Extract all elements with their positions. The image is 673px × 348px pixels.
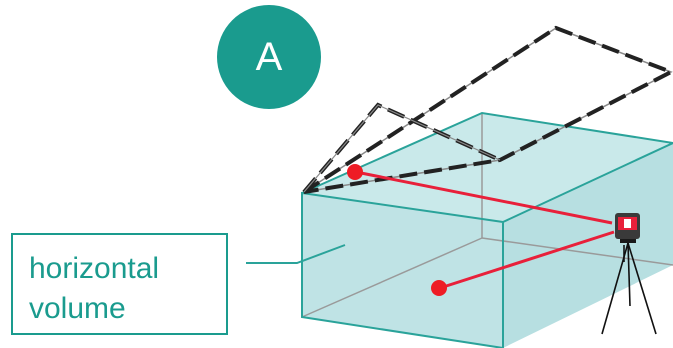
laser-level-icon xyxy=(615,213,640,243)
target-point-icon xyxy=(347,164,363,180)
volume-front-edges xyxy=(301,191,504,348)
section-badge: A xyxy=(217,5,321,109)
volume-top-face xyxy=(302,113,673,222)
volume-top-right-edge xyxy=(502,142,673,223)
label-line-2: volume xyxy=(29,292,126,325)
volume-hidden-edge-left xyxy=(301,237,483,318)
label-line-1: horizontal xyxy=(29,252,160,285)
roof-inner-outline xyxy=(303,104,501,193)
target-point-icon xyxy=(431,280,447,296)
tripod-icon xyxy=(601,242,657,335)
laser-beam-upper xyxy=(355,170,613,225)
badge-letter: A xyxy=(255,34,283,79)
laser-beam-lower xyxy=(439,230,615,290)
volume-hidden-edge-right xyxy=(481,237,673,266)
volume-top-edges xyxy=(301,111,673,194)
roof-plane-dashed xyxy=(302,25,673,194)
volume-side-face xyxy=(503,143,673,348)
horizontal-volume-label: horizontal volume xyxy=(11,233,228,335)
volume-front-face xyxy=(302,193,503,348)
label-leader-line xyxy=(246,244,346,264)
